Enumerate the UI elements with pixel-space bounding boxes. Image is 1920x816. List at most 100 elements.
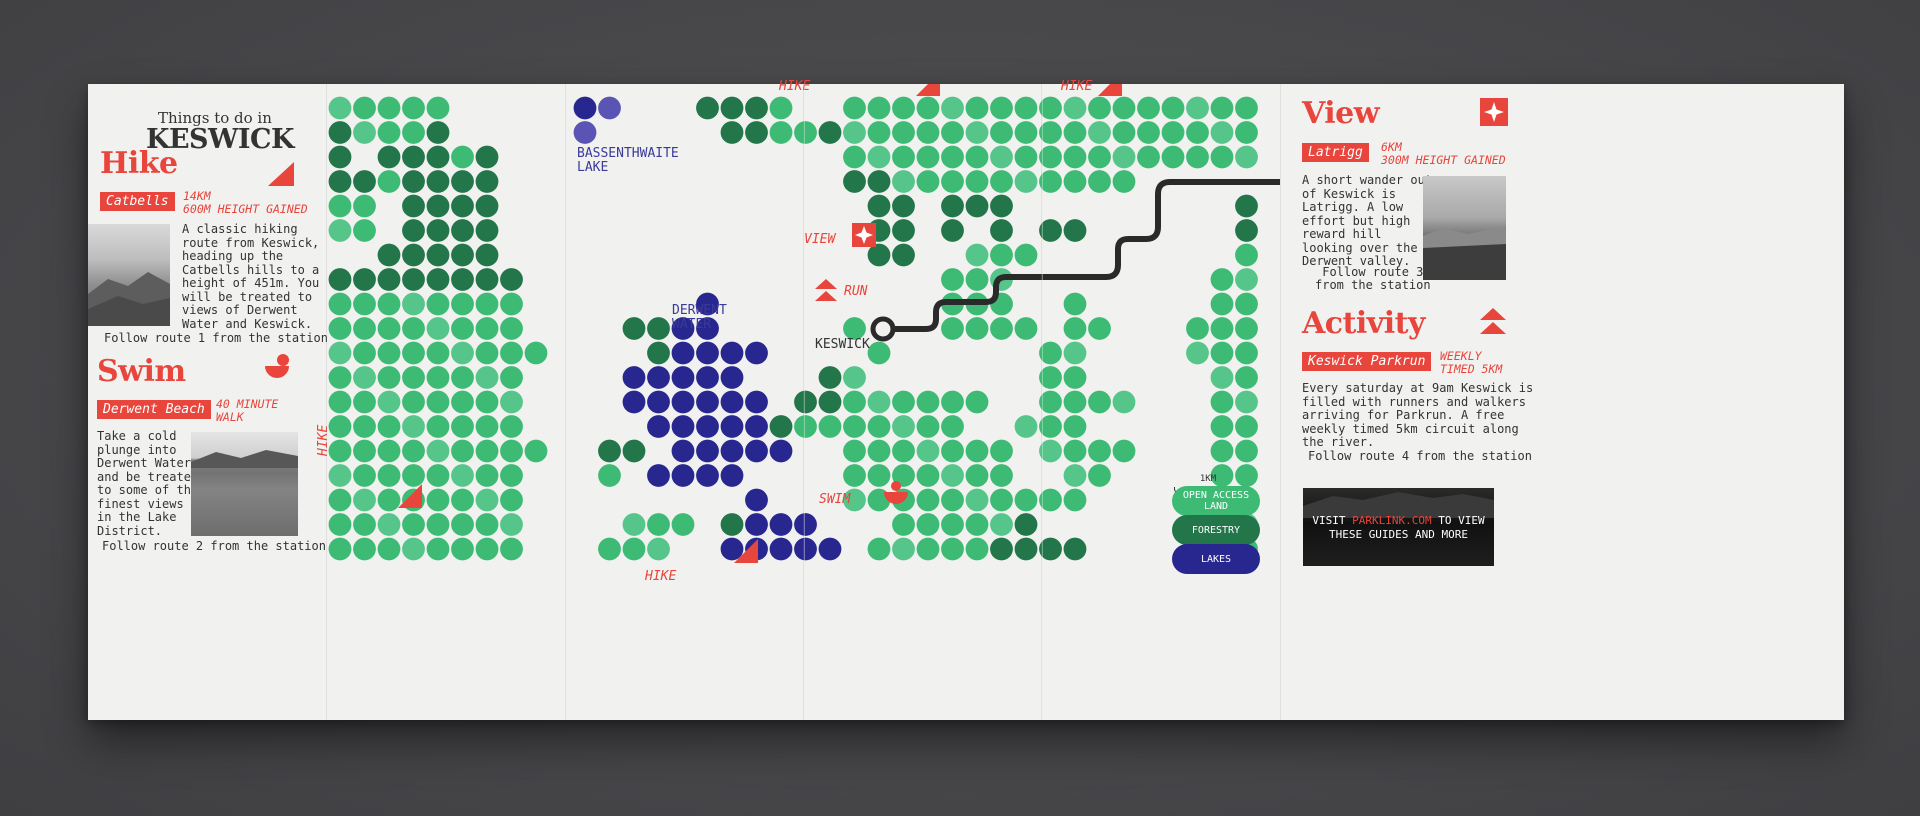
map-dot-lake bbox=[573, 96, 597, 120]
map-dot-open-land bbox=[941, 464, 964, 487]
hike-icon bbox=[268, 162, 294, 186]
latrigg-photo bbox=[1423, 176, 1506, 280]
keswick-map bbox=[328, 84, 1280, 563]
map-dot-open-land bbox=[1014, 243, 1038, 267]
map-dot-lake bbox=[696, 317, 719, 340]
map-dot-open-land bbox=[990, 170, 1013, 193]
map-dot-forestry bbox=[402, 268, 425, 291]
parklink-ad[interactable]: VISIT PARKLINK.COM TO VIEW THESE GUIDES … bbox=[1303, 488, 1494, 566]
hike-follow: Follow route 1 from the station bbox=[104, 331, 328, 345]
map-dot-open-land bbox=[451, 488, 474, 512]
map-dot-lake bbox=[720, 464, 744, 487]
map-dot-open-land bbox=[1039, 170, 1062, 193]
view-meta: 6km 300m HEIGHT GAINED bbox=[1381, 140, 1506, 167]
activity-icon bbox=[1480, 308, 1506, 334]
map-dot-forestry bbox=[377, 268, 401, 291]
map-dot-forestry bbox=[451, 194, 474, 218]
map-dot-open-land bbox=[451, 390, 474, 414]
map-dot-open-land bbox=[965, 268, 989, 291]
map-dot-open-land bbox=[451, 513, 474, 536]
map-dot-open-land bbox=[892, 170, 915, 193]
swim-body: Take a cold plunge into Derwent Water an… bbox=[97, 429, 199, 538]
keswick-station-marker[interactable] bbox=[870, 316, 896, 342]
map-dot-forestry bbox=[892, 219, 915, 242]
route-line bbox=[880, 179, 1280, 332]
map-dot-open-land bbox=[377, 121, 401, 144]
map-dot-open-land bbox=[1210, 366, 1234, 389]
map-dot-open-land bbox=[426, 513, 450, 536]
map-dot-open-land bbox=[402, 439, 425, 463]
map-dot-open-land bbox=[892, 96, 915, 120]
map-dot-open-land bbox=[451, 415, 474, 438]
map-dot-lake bbox=[745, 341, 768, 365]
map-dot-open-land bbox=[1235, 121, 1258, 144]
map-dot-open-land bbox=[965, 439, 989, 463]
map-dot-forestry bbox=[1014, 513, 1038, 536]
map-dot-open-land bbox=[990, 488, 1013, 512]
map-dot-forestry bbox=[500, 268, 523, 291]
map-dot-open-land bbox=[426, 415, 450, 438]
map-dot-forestry bbox=[1039, 219, 1062, 242]
map-dot-forestry bbox=[745, 96, 768, 120]
map-dot-open-land bbox=[353, 366, 376, 389]
map-dot-lake bbox=[794, 537, 817, 561]
hike-tag: Catbells bbox=[100, 192, 175, 211]
map-dot-open-land bbox=[843, 96, 866, 120]
map-dot-lake bbox=[696, 390, 719, 414]
map-dot-open-land bbox=[892, 121, 915, 144]
map-dot-open-land bbox=[328, 366, 352, 389]
map-dot-open-land bbox=[941, 96, 964, 120]
map-dot-open-land bbox=[1112, 439, 1136, 463]
map-dot-lake bbox=[622, 366, 646, 389]
map-dot-forestry bbox=[328, 170, 352, 193]
map-dot-forestry bbox=[990, 194, 1013, 218]
map-dot-open-land bbox=[377, 390, 401, 414]
swim-tag: Derwent Beach bbox=[97, 400, 211, 419]
map-dot-lake bbox=[671, 366, 695, 389]
map-dot-forestry bbox=[426, 145, 450, 169]
panel-view-activity: View Latrigg 6km 300m HEIGHT GAINED A sh… bbox=[1280, 84, 1844, 720]
map-dot-open-land bbox=[500, 537, 523, 561]
cover-title: KESWICK bbox=[146, 124, 294, 155]
map-dot-forestry bbox=[867, 243, 891, 267]
map-dot-open-land bbox=[1039, 145, 1062, 169]
map-dot-forestry bbox=[475, 194, 499, 218]
map-dot-open-land bbox=[1063, 366, 1087, 389]
map-dot-forestry bbox=[647, 341, 670, 365]
label-hike-bottom: HIKE bbox=[645, 569, 677, 584]
map-dot-lake bbox=[671, 439, 695, 463]
activity-follow: Follow route 4 from the station bbox=[1308, 449, 1532, 463]
map-dot-forestry bbox=[1014, 537, 1038, 561]
map-dot-open-land bbox=[1112, 96, 1136, 120]
map-dot-open-land bbox=[1014, 121, 1038, 144]
map-dot-open-land bbox=[1161, 145, 1185, 169]
map-dot-open-land bbox=[377, 317, 401, 340]
map-dot-open-land bbox=[426, 439, 450, 463]
map-dot-open-land bbox=[622, 513, 646, 536]
map-dot-lake bbox=[720, 341, 744, 365]
map-dot-forestry bbox=[1063, 219, 1087, 242]
map-dot-forestry bbox=[402, 219, 425, 242]
label-derwent: DERWENT WATER bbox=[672, 303, 727, 332]
ad-link[interactable]: PARKLINK.COM bbox=[1352, 514, 1432, 527]
fold-2 bbox=[565, 84, 567, 720]
map-dot-open-land bbox=[1112, 170, 1136, 193]
map-dot-open-land bbox=[965, 170, 989, 193]
map-dot-open-land bbox=[1088, 96, 1111, 120]
map-dot-lake bbox=[647, 366, 670, 389]
map-dot-forestry bbox=[892, 243, 915, 267]
activity-heading: Activity bbox=[1302, 306, 1425, 341]
map-dot-forestry bbox=[328, 145, 352, 169]
map-dot-open-land bbox=[500, 292, 523, 316]
map-dot-forestry bbox=[402, 145, 425, 169]
map-dot-open-land bbox=[965, 145, 989, 169]
map-dot-open-land bbox=[1063, 390, 1087, 414]
map-dot-open-land bbox=[1137, 145, 1160, 169]
map-dot-open-land bbox=[1112, 390, 1136, 414]
map-dot-open-land bbox=[1063, 292, 1087, 316]
map-dot-open-land bbox=[1235, 243, 1258, 267]
label-run: RUN bbox=[844, 284, 868, 299]
map-dot-open-land bbox=[1210, 145, 1234, 169]
keswick-brochure: Things to do in KESWICK Hike Catbells 14… bbox=[88, 79, 1844, 720]
map-dot-open-land bbox=[377, 439, 401, 463]
